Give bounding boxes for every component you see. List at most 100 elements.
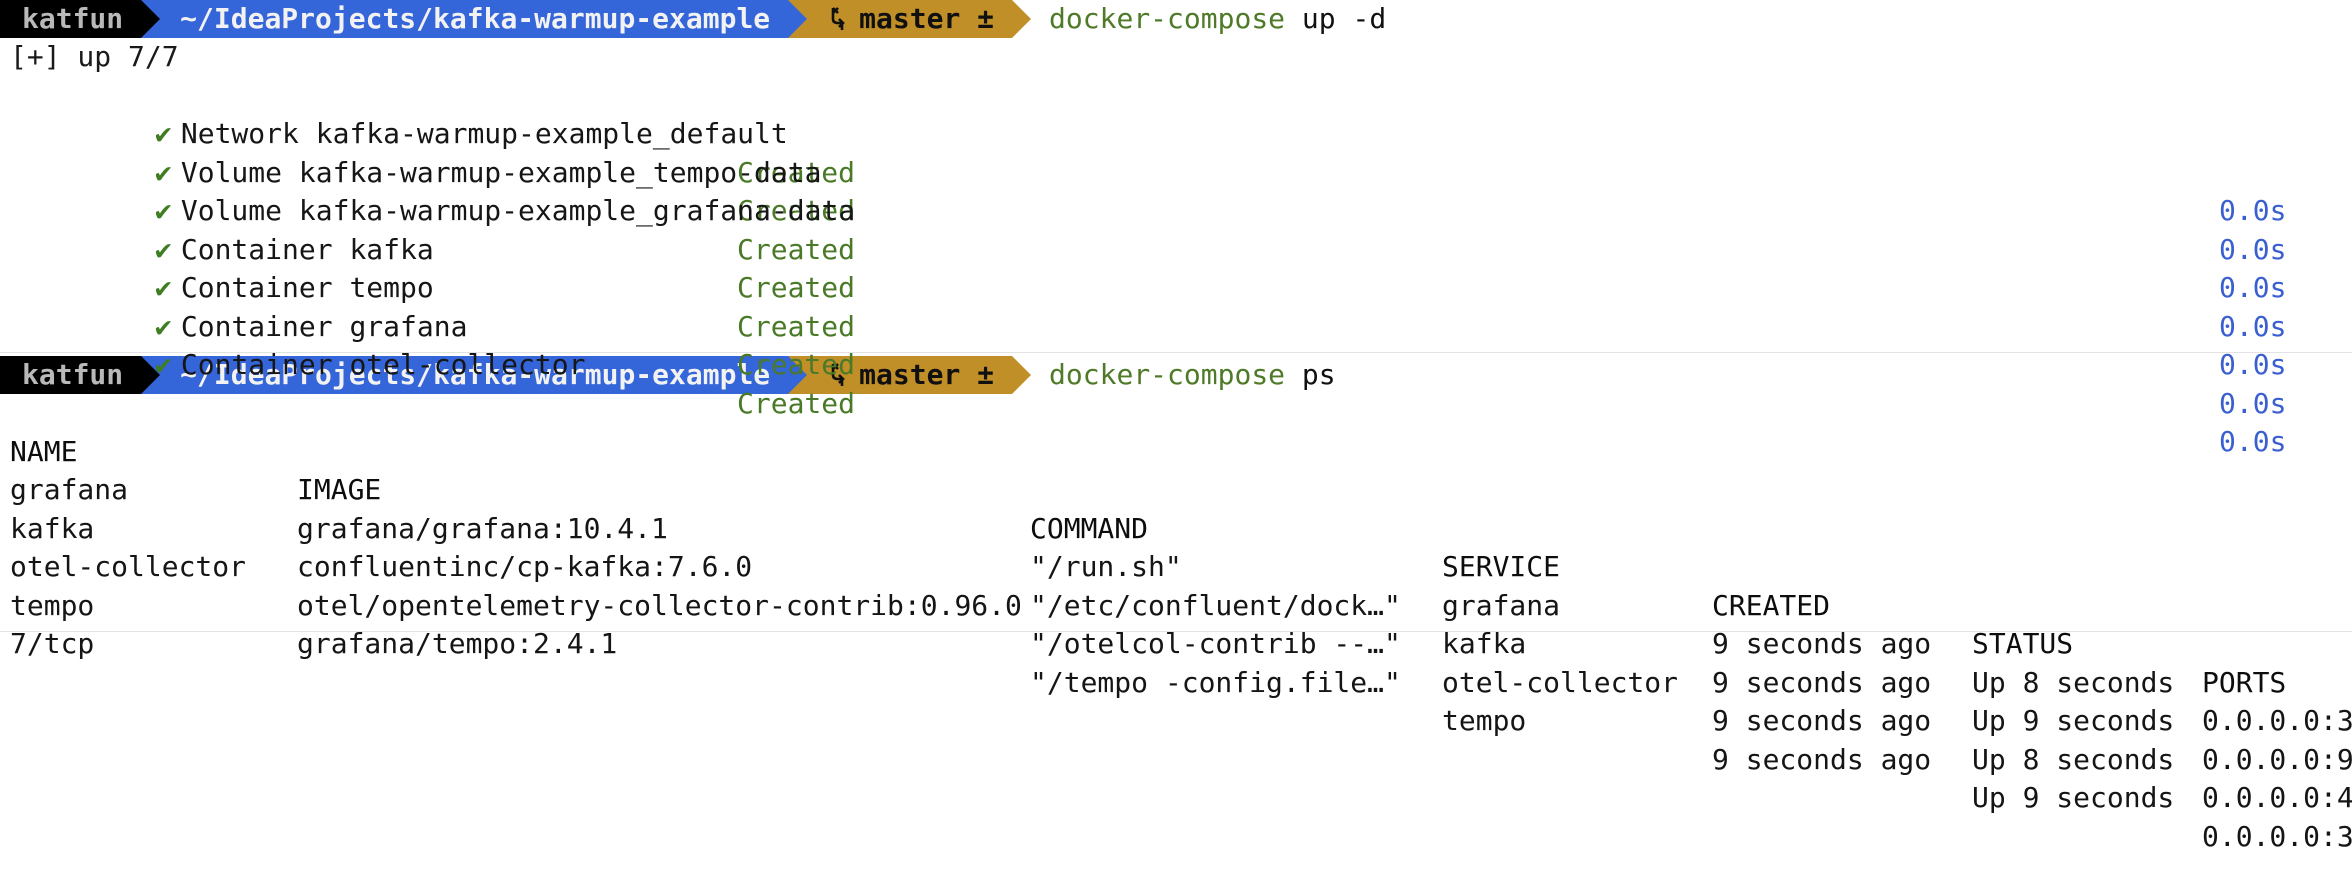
cell-created: 9 seconds ago <box>1712 627 1932 660</box>
up-summary-line: [+] up 7/7 <box>10 40 179 73</box>
prompt-user-segment: katfun <box>0 356 142 394</box>
prompt-path-segment: ~/IdeaProjects/kafka-warmup-example <box>160 356 789 394</box>
command-program: docker-compose <box>1049 1 1286 35</box>
command-block-ps: katfun ~/IdeaProjects/kafka-warmup-examp… <box>0 356 2352 853</box>
resource-state: Created <box>737 309 856 343</box>
resource-time: 0.0s <box>2219 348 2287 381</box>
check-icon: ✔ <box>154 271 172 304</box>
table-header-row: NAME IMAGE COMMAND SERVICE CREATED STATU… <box>10 394 2352 699</box>
up-output: [+] up 7/7 ✔Network kafka-warmup-example… <box>0 38 2352 458</box>
cell-ports: 0.0.0.0:90 <box>2202 742 2352 776</box>
ps-table: NAME IMAGE COMMAND SERVICE CREATED STATU… <box>0 394 2352 853</box>
table-row-wrapped-tail: 7/tcp <box>10 587 2352 660</box>
git-branch-label: master ± <box>859 1 995 35</box>
resource-label: Container kafka <box>180 232 434 266</box>
cell-status: Up 8 seconds <box>1972 742 2175 776</box>
cell-created: 9 seconds ago <box>1712 665 1932 699</box>
git-branch-icon <box>827 6 847 32</box>
resource-label: Container otel-collector <box>180 348 586 381</box>
terminal-window: katfun ~/IdeaProjects/kafka-warmup-examp… <box>0 0 2352 853</box>
resource-state: Created <box>737 194 856 227</box>
resource-label: Container grafana <box>180 309 468 343</box>
cell-created: 9 seconds ago <box>1712 704 1932 737</box>
command-args: ps <box>1301 357 1336 391</box>
cell-name: kafka <box>10 511 95 545</box>
cell-image: otel/opentelemetry-collector-contrib:0.9… <box>297 588 1022 622</box>
resource-time: 0.0s <box>2219 194 2287 227</box>
git-branch-icon <box>827 362 847 388</box>
prompt-git-segment: master ± <box>807 0 1013 38</box>
check-icon: ✔ <box>154 309 172 343</box>
command-block-up: katfun ~/IdeaProjects/kafka-warmup-examp… <box>0 0 2352 458</box>
column-header-ports: PORTS <box>2202 665 2287 699</box>
check-icon: ✔ <box>154 232 172 266</box>
prompt-line-ps: katfun ~/IdeaProjects/kafka-warmup-examp… <box>0 356 2352 394</box>
cell-command: "/run.sh" <box>1030 550 1182 583</box>
cell-image: confluentinc/cp-kafka:7.6.0 <box>297 550 753 583</box>
resource-label: Network kafka-warmup-example_default <box>180 117 788 150</box>
prompt-separator-icon-3 <box>1012 0 1032 38</box>
cell-image: grafana/grafana:10.4.1 <box>297 511 668 545</box>
column-header-created: CREATED <box>1712 588 1831 622</box>
status-row: ✔Volume kafka-warmup-example_grafana-dat… <box>10 154 2352 304</box>
column-header-status: STATUS <box>1972 627 2074 660</box>
resource-state: Created <box>737 348 856 381</box>
resource-state: Created <box>737 155 856 189</box>
cell-status: Up 9 seconds <box>1972 781 2175 814</box>
resource-time: 0.0s <box>2219 271 2287 304</box>
prompt-path-segment: ~/IdeaProjects/kafka-warmup-example <box>160 0 789 38</box>
table-row: tempo grafana/tempo:2.4.1 "/tempo -confi… <box>10 548 2352 853</box>
table-row: kafka confluentinc/cp-kafka:7.6.0 "/etc/… <box>10 471 2352 776</box>
cell-name: otel-collector <box>10 550 247 583</box>
cell-image: grafana/tempo:2.4.1 <box>297 627 618 660</box>
resource-state: Created <box>737 386 856 420</box>
cell-service: grafana <box>1442 588 1561 622</box>
resource-state: Created <box>737 232 856 266</box>
prompt-user-segment: katfun <box>0 0 142 38</box>
column-header-service: SERVICE <box>1442 550 1561 583</box>
prompt-separator-icon-3 <box>1012 356 1032 394</box>
column-header-command: COMMAND <box>1030 511 1149 545</box>
cell-name: tempo <box>10 588 95 622</box>
command-input-up[interactable]: docker-compose up -d <box>1031 0 1386 38</box>
check-icon: ✔ <box>154 348 172 381</box>
resource-label: Container tempo <box>180 271 434 304</box>
table-row: otel-collector otel/opentelemetry-collec… <box>10 510 2352 814</box>
block-divider-bottom <box>0 631 2352 632</box>
cell-ports-wrapped: 7/tcp <box>10 627 95 660</box>
status-row: ✔Container kafka Created 0.0s <box>10 192 2352 343</box>
cell-command: "/tempo -config.file…" <box>1030 665 1401 699</box>
prompt-git-segment: master ± <box>807 356 1013 394</box>
check-icon: ✔ <box>154 155 172 189</box>
cell-status: Up 8 seconds <box>1972 665 2175 699</box>
status-row: ✔Container otel-collector Created 0.0s <box>10 308 2352 458</box>
block-divider <box>0 352 2352 353</box>
status-row: ✔Container grafana Created 0.0s <box>10 269 2352 420</box>
resource-time: 0.0s <box>2219 425 2287 458</box>
prompt-line-up: katfun ~/IdeaProjects/kafka-warmup-examp… <box>0 0 2352 38</box>
prompt-separator-icon-2 <box>788 356 808 394</box>
cell-name: grafana <box>10 473 129 506</box>
resource-time: 0.0s <box>2219 386 2287 420</box>
table-row: grafana grafana/grafana:10.4.1 "/run.sh"… <box>10 433 2352 737</box>
cell-service: tempo <box>1442 704 1527 737</box>
cell-service: otel-collector <box>1442 665 1679 699</box>
resource-time: 0.0s <box>2219 309 2287 343</box>
check-icon: ✔ <box>154 194 172 227</box>
check-icon: ✔ <box>154 117 172 150</box>
resource-state: Created <box>737 271 856 304</box>
resource-label: Volume kafka-warmup-example_tempo-data <box>180 155 822 189</box>
status-row: ✔Volume kafka-warmup-example_tempo-data … <box>10 115 2352 266</box>
cell-created: 9 seconds ago <box>1712 742 1932 776</box>
command-args: up -d <box>1301 1 1387 35</box>
cell-command: "/etc/confluent/dock…" <box>1030 588 1401 622</box>
git-branch-label: master ± <box>859 357 995 391</box>
status-row: ✔Network kafka-warmup-example_default Cr… <box>10 77 2352 227</box>
cell-command: "/otelcol-contrib --…" <box>1030 627 1401 660</box>
command-input-ps[interactable]: docker-compose ps <box>1031 356 1336 394</box>
resource-time: 0.0s <box>2219 232 2287 266</box>
prompt-separator-icon-2 <box>788 0 808 38</box>
cell-ports: 0.0.0.0:30 <box>2202 704 2352 737</box>
resource-label: Volume kafka-warmup-example_grafana-data <box>180 194 856 227</box>
command-program: docker-compose <box>1049 357 1286 391</box>
